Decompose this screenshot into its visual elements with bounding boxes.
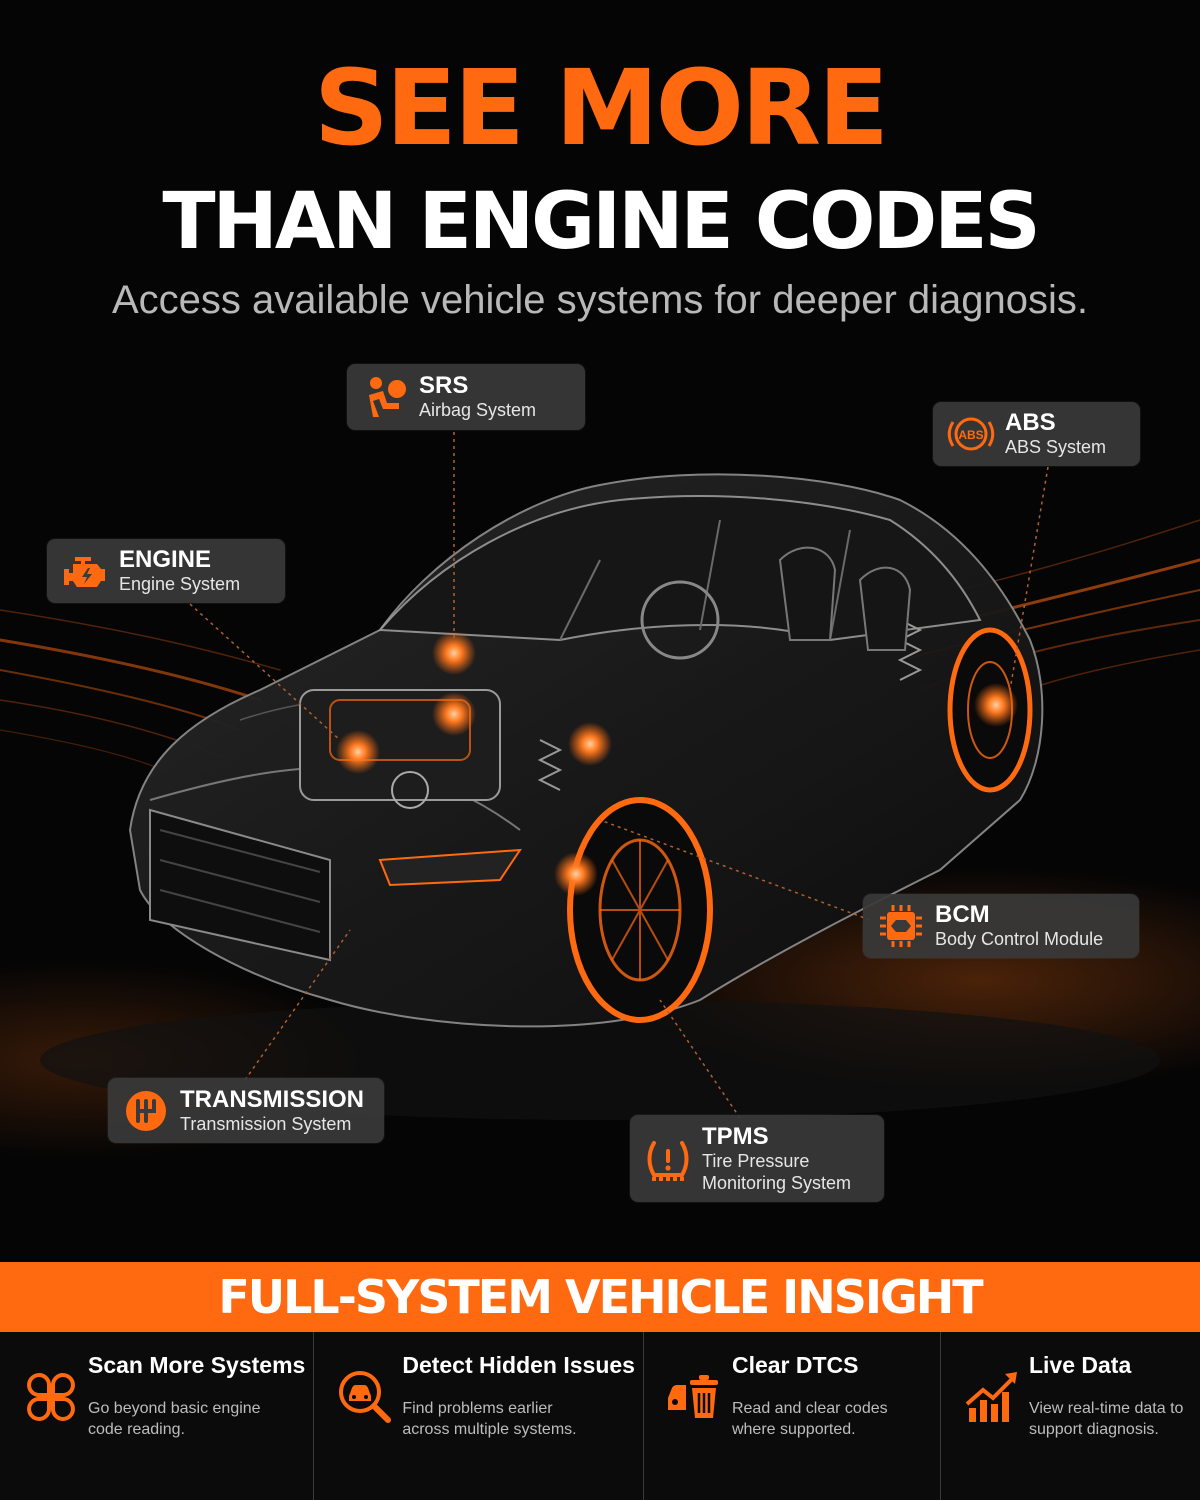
label-title: ABS	[1005, 409, 1056, 436]
label-title: TRANSMISSION	[180, 1085, 365, 1113]
label-title: ENGINE	[119, 546, 212, 573]
feature-description: View real-time data to support diagnosis…	[1028, 1400, 1184, 1438]
car-xray-illustration	[40, 432, 1160, 1120]
svg-text:ABS: ABS	[958, 428, 983, 442]
feature-description: Go beyond basic engine code reading.	[88, 1400, 261, 1438]
feature-description: Find problems earlier across multiple sy…	[402, 1400, 577, 1438]
banner-text: FULL-SYSTEM VEHICLE INSIGHT	[218, 1270, 983, 1324]
feature-live-data: Live Data View real-time data to support…	[939, 1332, 1200, 1500]
label-abs: ABS ABS ABS System	[933, 402, 1140, 466]
label-subtitle: Engine System	[119, 574, 241, 594]
feature-title: Live Data	[1028, 1352, 1132, 1378]
features-row: Scan More Systems Go beyond basic engine…	[0, 1332, 1200, 1500]
rising-chart-icon	[965, 1372, 1017, 1422]
label-subtitle: Transmission System	[180, 1113, 352, 1134]
clover-icon	[27, 1373, 75, 1421]
airbag-icon	[369, 377, 406, 417]
insight-banner: FULL-SYSTEM VEHICLE INSIGHT	[0, 1262, 1200, 1332]
magnifier-car-icon	[339, 1371, 392, 1423]
feature-title: Clear DTCS	[731, 1352, 859, 1378]
label-transmission: TRANSMISSION Transmission System	[108, 1078, 384, 1143]
label-tpms: TPMS Tire Pressure Monitoring System	[630, 1115, 884, 1202]
label-subtitle: Airbag System	[419, 400, 537, 420]
label-subtitle-line1: Tire Pressure	[702, 1150, 810, 1171]
chip-icon	[880, 905, 922, 947]
headline-secondary: THAN ENGINE CODES	[162, 177, 1040, 267]
engine-icon	[64, 557, 105, 587]
feature-description: Read and clear codes where supported.	[731, 1400, 888, 1438]
label-engine: ENGINE Engine System	[47, 539, 285, 603]
feature-clear-dtcs: Clear DTCS Read and clear codes where su…	[642, 1332, 940, 1500]
feature-title: Scan More Systems	[88, 1352, 306, 1378]
label-bcm: BCM Body Control Module	[863, 894, 1139, 958]
label-subtitle: ABS System	[1005, 437, 1107, 457]
headline-subtitle: Access available vehicle systems for dee…	[111, 278, 1089, 322]
feature-title: Detect Hidden Issues	[402, 1352, 635, 1378]
label-srs: SRS Airbag System	[347, 364, 585, 430]
tire-pressure-icon	[647, 1140, 689, 1181]
trash-car-icon	[667, 1375, 718, 1418]
label-title: BCM	[935, 901, 990, 928]
feature-scan-more: Scan More Systems Go beyond basic engine…	[0, 1332, 313, 1500]
gear-shift-icon	[126, 1090, 166, 1131]
headline-primary: SEE MORE	[313, 47, 889, 169]
abs-icon: ABS	[947, 417, 995, 451]
label-title: TPMS	[702, 1122, 769, 1150]
label-subtitle: Body Control Module	[935, 929, 1104, 949]
label-title: SRS	[419, 372, 469, 399]
feature-detect-issues: Detect Hidden Issues Find problems earli…	[313, 1332, 643, 1500]
label-subtitle-line2: Monitoring System	[702, 1172, 852, 1193]
